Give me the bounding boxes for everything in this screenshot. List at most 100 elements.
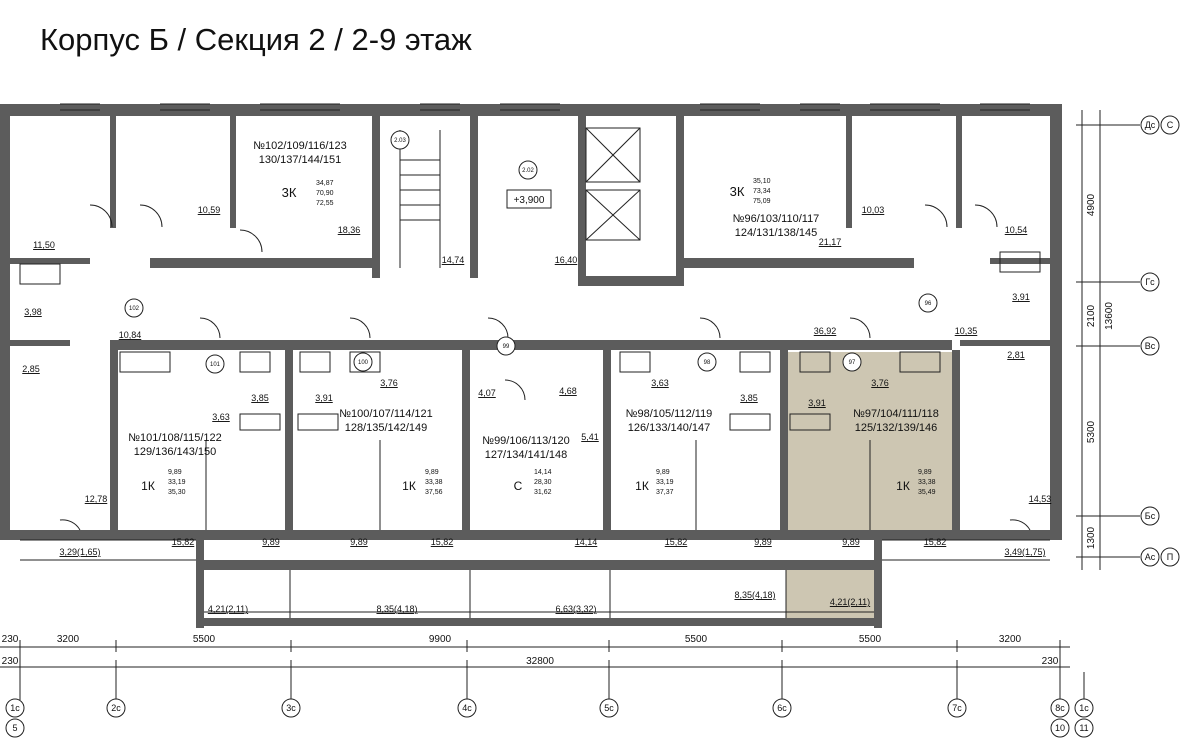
apartment-labels: №102/109/116/123 130/137/144/151 №96/103… xyxy=(128,140,939,461)
apartment-area: 9,89 xyxy=(918,469,932,476)
room-area: 3,85 xyxy=(251,393,269,403)
axis-label: 1с xyxy=(1079,703,1089,713)
room-area: 8,35(4,18) xyxy=(734,590,775,600)
apartment-area: 35,30 xyxy=(168,489,186,496)
room-area: 2,81 xyxy=(1007,350,1025,360)
room-area: 6,63(3,32) xyxy=(555,604,596,614)
dimension-label: 1300 xyxy=(1086,526,1097,549)
dimension-label: 13600 xyxy=(1104,302,1115,330)
apartment-type: 1К xyxy=(896,479,910,493)
apartment-type: 3К xyxy=(730,184,745,199)
elevation-label: +3,900 xyxy=(514,195,545,206)
room-area: 14,14 xyxy=(575,537,598,547)
axis-sub-label: 11 xyxy=(1079,723,1088,733)
apartment-numbers: №97/104/111/118 xyxy=(853,408,939,420)
room-area: 3,29(1,65) xyxy=(59,547,100,557)
room-area: 10,54 xyxy=(1005,225,1028,235)
room-area: 11,50 xyxy=(33,240,55,250)
axis-sub-label: 5 xyxy=(12,723,17,733)
room-area: 14,53 xyxy=(1029,494,1052,504)
dimension-label: 4900 xyxy=(1086,193,1097,216)
room-area: 3,91 xyxy=(808,398,826,408)
room-area: 3,76 xyxy=(871,378,889,388)
apartment-type: 1К xyxy=(635,479,649,493)
marker-label: 101 xyxy=(210,362,221,368)
axis-label: 4с xyxy=(462,703,472,713)
axis-label: Гс xyxy=(1145,277,1155,287)
apartment-area: 75,09 xyxy=(753,198,771,205)
marker-label: 100 xyxy=(358,360,369,366)
axis-sub-label: С xyxy=(1167,120,1174,130)
room-area: 3,91 xyxy=(1012,292,1030,302)
axis-label: 7с xyxy=(952,703,962,713)
room-area: 9,89 xyxy=(842,537,860,547)
apartment-numbers: 126/133/140/147 xyxy=(628,422,711,434)
dimension-label: 3200 xyxy=(999,634,1022,645)
room-area: 3,98 xyxy=(24,307,42,317)
marker-label: 99 xyxy=(503,344,510,350)
apartment-numbers: №98/105/112/119 xyxy=(626,408,713,420)
room-area: 4,21(2,11) xyxy=(208,604,248,614)
right-axis-labels: Дс С Гс Вс Бс Ас П xyxy=(1145,120,1174,562)
marker-label: 2.02 xyxy=(522,168,534,174)
apartment-numbers: №96/103/110/117 xyxy=(733,213,820,225)
room-area: 36,92 xyxy=(814,326,837,336)
axis-label: 8с xyxy=(1055,703,1065,713)
apartment-summaries: 3К 34,87 70,90 72,55 3К 35,10 73,34 75,0… xyxy=(141,178,935,496)
room-area: 16,40 xyxy=(555,255,578,265)
room-area: 10,59 xyxy=(198,205,221,215)
axis-label: 1с xyxy=(10,703,20,713)
axis-label: Ас xyxy=(1145,552,1156,562)
axis-sub-label: П xyxy=(1167,552,1173,562)
axis-label: Бс xyxy=(1145,511,1156,521)
room-area: 15,82 xyxy=(172,537,195,547)
apartment-area: 35,10 xyxy=(753,178,771,185)
apartment-type: 3К xyxy=(282,185,297,200)
room-area: 3,91 xyxy=(315,393,333,403)
apartment-area: 37,56 xyxy=(425,489,443,496)
apartment-area: 72,55 xyxy=(316,200,334,207)
room-area: 8,35(4,18) xyxy=(376,604,417,614)
apartment-area: 34,87 xyxy=(316,180,334,187)
apartment-numbers: 124/131/138/145 xyxy=(735,227,818,239)
dimension-label: 230 xyxy=(1042,656,1059,667)
dimension-labels-row1: 230 3200 5500 9900 5500 5500 3200 xyxy=(2,634,1022,645)
bottom-axis-labels: 1с 5 2с 3с 4с 5с 6с 7с 8с 10 1с 11 xyxy=(10,703,1089,733)
room-area: 4,68 xyxy=(559,386,577,396)
marker-label: 2.03 xyxy=(394,138,406,144)
room-area: 10,35 xyxy=(955,326,978,336)
apartment-area: 33,38 xyxy=(918,479,936,486)
room-area: 12,78 xyxy=(85,494,108,504)
apartment-numbers: №102/109/116/123 xyxy=(253,140,347,152)
marker-label: 97 xyxy=(849,360,856,366)
apartment-area: 33,19 xyxy=(656,479,674,486)
room-area: 14,74 xyxy=(442,255,465,265)
apartment-area: 9,89 xyxy=(168,469,182,476)
axis-label: Вс xyxy=(1145,341,1156,351)
dimension-labels-row2: 230 32800 230 xyxy=(2,656,1059,667)
apartment-area: 9,89 xyxy=(656,469,670,476)
axis-label: 5с xyxy=(604,703,614,713)
dimension-lines xyxy=(0,110,1140,700)
room-area: 10,03 xyxy=(862,205,885,215)
apartment-type: 1К xyxy=(141,479,155,493)
room-area: 10,84 xyxy=(119,330,142,340)
dimension-label: 230 xyxy=(2,656,19,667)
apartment-area: 28,30 xyxy=(534,479,552,486)
dimension-label: 32800 xyxy=(526,656,554,667)
marker-label: 96 xyxy=(925,301,932,307)
dimension-label: 9900 xyxy=(429,634,452,645)
apartment-area: 33,19 xyxy=(168,479,186,486)
room-area: 9,89 xyxy=(262,537,280,547)
room-area: 15,82 xyxy=(431,537,454,547)
dimension-label: 230 xyxy=(2,634,19,645)
room-area: 4,21(2,11) xyxy=(830,597,870,607)
room-area: 3,49(1,75) xyxy=(1004,547,1045,557)
room-area: 18,36 xyxy=(338,225,361,235)
apartment-numbers: 127/134/141/148 xyxy=(485,449,568,461)
apartment-area: 73,34 xyxy=(753,188,771,195)
page-title: Корпус Б / Секция 2 / 2-9 этаж xyxy=(40,22,472,57)
apartment-area: 31,62 xyxy=(534,489,552,496)
room-markers xyxy=(124,130,938,374)
marker-label: 102 xyxy=(129,306,140,312)
